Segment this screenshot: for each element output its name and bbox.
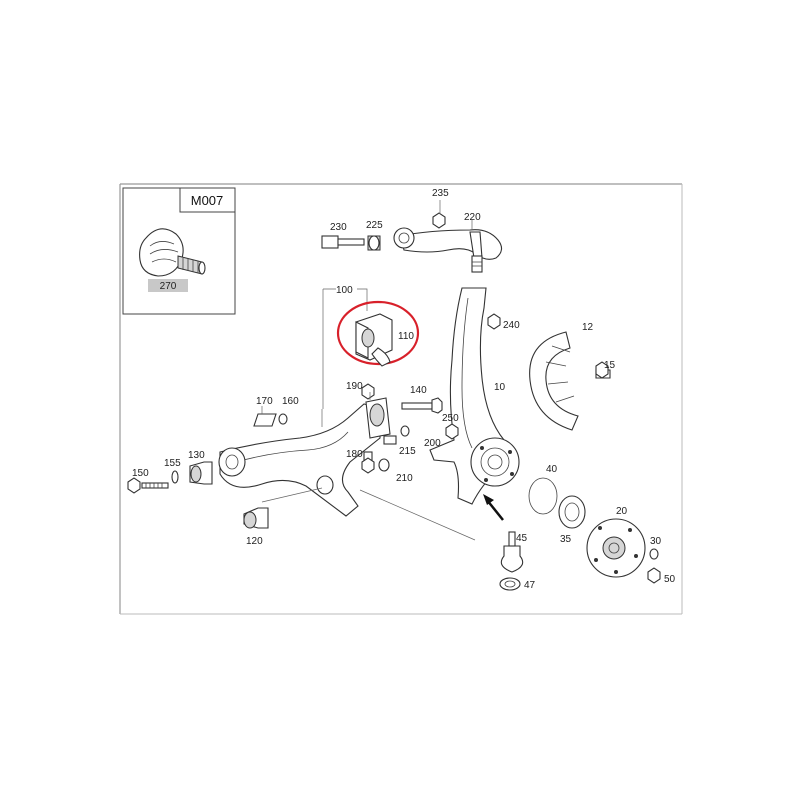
label-35: 35 — [560, 534, 572, 545]
label-110: 110 — [398, 331, 414, 342]
inset-panel: M007 270 — [122, 187, 236, 315]
label-120: 120 — [246, 536, 263, 547]
inset-part-label: 270 — [160, 281, 177, 292]
label-150: 150 — [132, 468, 149, 479]
label-200: 200 — [424, 438, 441, 449]
label-250: 250 — [442, 413, 459, 424]
upper-control-arm — [321, 212, 503, 273]
part-labels: 235 230 225 220 100 110 240 12 15 10 190… — [132, 188, 676, 591]
cv-joint-drawing — [139, 228, 206, 277]
label-45: 45 — [516, 533, 528, 544]
label-47: 47 — [524, 580, 536, 591]
label-15: 15 — [604, 360, 616, 371]
label-170: 170 — [256, 396, 273, 407]
label-220: 220 — [464, 212, 481, 223]
label-230: 230 — [330, 222, 347, 233]
label-190: 190 — [346, 381, 363, 392]
label-235: 235 — [432, 188, 449, 199]
inset-code: M007 — [191, 193, 224, 208]
label-12: 12 — [582, 322, 594, 333]
leader-lines — [261, 200, 476, 541]
label-40: 40 — [546, 464, 558, 475]
label-30: 30 — [650, 536, 662, 547]
label-225: 225 — [366, 220, 383, 231]
label-20: 20 — [616, 506, 628, 517]
lower-control-arm — [218, 397, 391, 517]
label-180: 180 — [346, 449, 363, 460]
label-50: 50 — [664, 574, 676, 585]
label-140: 140 — [410, 385, 427, 396]
label-240: 240 — [503, 320, 520, 331]
highlighted-bushing — [322, 288, 420, 409]
steering-knuckle — [429, 287, 520, 505]
label-155: 155 — [164, 458, 181, 469]
arrow-marker — [483, 494, 504, 521]
label-130: 130 — [188, 450, 205, 461]
hardware-parts — [127, 383, 661, 591]
label-210: 210 — [396, 473, 413, 484]
label-160: 160 — [282, 396, 299, 407]
diagram-frame — [119, 183, 683, 615]
label-215: 215 — [399, 446, 416, 457]
label-10: 10 — [494, 382, 506, 393]
label-100: 100 — [336, 285, 353, 296]
brake-shield — [529, 331, 611, 431]
